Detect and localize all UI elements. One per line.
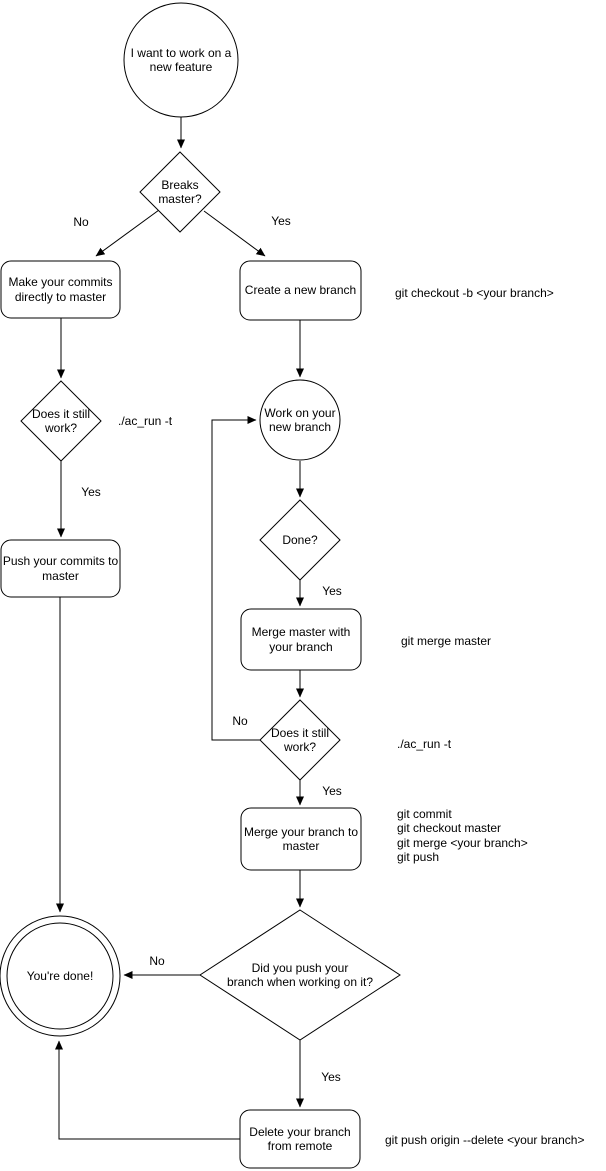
- still-work-1-diamond: [20, 380, 102, 462]
- work-branch-circle: [259, 379, 341, 461]
- edge-breaks-no: [95, 209, 160, 257]
- done-diamond: [259, 499, 341, 581]
- create-branch-box: [239, 260, 362, 321]
- merge-master-box: [240, 608, 362, 671]
- delete-remote-box: [239, 1109, 361, 1169]
- merge-branch-box: [240, 807, 362, 871]
- still-work-2-diamond: [259, 699, 341, 781]
- edge-delete-to-done-circle: [55, 1040, 240, 1140]
- breaks-master-diamond: [139, 151, 221, 233]
- push-commits-box: [0, 539, 121, 598]
- youre-done-inner-circle: [6, 922, 114, 1030]
- make-commits-box: [0, 260, 121, 319]
- edge-breaks-yes: [203, 210, 266, 257]
- start-circle: [123, 2, 239, 118]
- did-push-diamond: [199, 909, 401, 1041]
- edge-still2-no-loop: [211, 416, 260, 741]
